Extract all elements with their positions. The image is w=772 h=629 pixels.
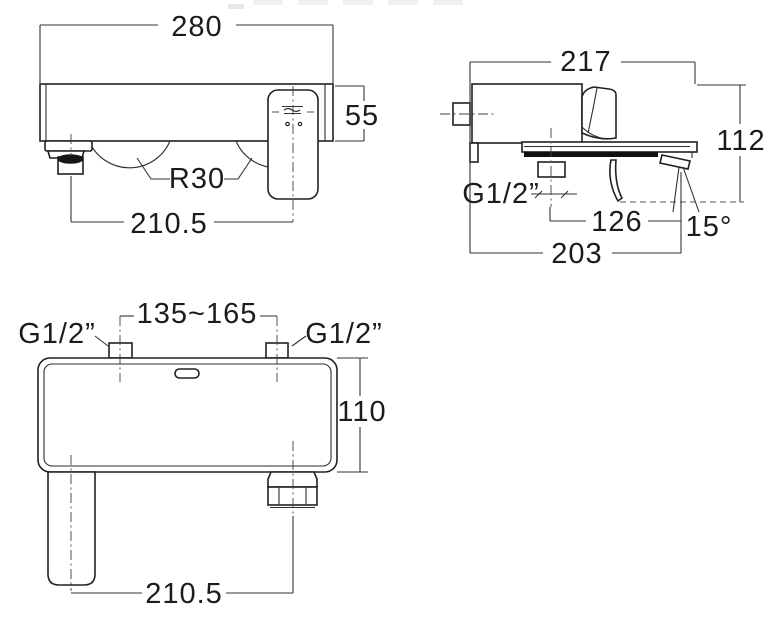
dim-inlet-spacing: 135~165 <box>120 298 277 330</box>
dim-front-height-label: 55 <box>345 100 379 132</box>
dim-front-width: 280 <box>39 11 334 83</box>
side-thread-label: G1/2” <box>462 178 540 210</box>
handle-dot-right <box>297 121 303 127</box>
dim-front-height: 55 <box>335 85 379 142</box>
dim-side-height-label: 112 <box>716 125 765 157</box>
handle-dot-left <box>285 121 290 127</box>
cropped-text-artifacts <box>228 0 463 9</box>
dim-front-spacing-label: 210.5 <box>130 208 208 240</box>
dim-top-spacing-label: 210.5 <box>145 578 223 610</box>
dim-side-total: 203 <box>470 238 681 270</box>
top-thread-left-label: G1/2” <box>18 318 96 350</box>
dim-body-depth: 110 <box>337 357 386 473</box>
dim-side-total-label: 203 <box>551 238 602 270</box>
radius-callout: R30 <box>136 157 253 195</box>
top-view: 135~165 G1/2” G1/2” 110 <box>18 298 386 610</box>
top-thread-right-label: G1/2” <box>305 318 383 350</box>
dim-spout-reach: 126 <box>549 172 682 253</box>
side-thread-fitting <box>537 161 566 178</box>
dim-inlet-spacing-label: 135~165 <box>137 298 258 330</box>
dim-top-spacing: 210.5 <box>71 578 293 610</box>
dim-body-depth-label: 110 <box>337 396 386 428</box>
top-slot <box>174 368 200 379</box>
spout-tube <box>47 471 96 586</box>
side-handle <box>581 86 617 140</box>
thread-callout-left: G1/2” <box>18 318 109 350</box>
american-standard-logo <box>282 106 303 114</box>
side-body-outline <box>471 83 583 144</box>
outlet-opening <box>57 154 84 164</box>
dim-front-width-label: 280 <box>171 11 222 43</box>
inlet-nipple-left <box>108 342 133 359</box>
spout-tip <box>659 154 691 170</box>
front-view: 280 55 R30 210.5 <box>39 11 379 240</box>
shower-outlet-fitting <box>267 471 318 509</box>
diverter-lever <box>609 159 624 203</box>
side-view: G1/2” 217 112 15° <box>440 46 765 270</box>
dim-front-spacing: 210.5 <box>70 176 293 240</box>
dim-side-height: 112 <box>697 84 765 202</box>
front-outlet-fitting <box>44 140 93 175</box>
r30-arc-left <box>88 140 171 169</box>
dim-side-depth: 217 <box>469 46 696 253</box>
dim-side-depth-label: 217 <box>560 46 611 78</box>
thread-callout: G1/2” <box>462 178 577 210</box>
radius-label: R30 <box>169 163 225 195</box>
spout-angle-callout: 15° <box>620 166 744 243</box>
spout-slot <box>524 152 658 157</box>
thread-callout-right: G1/2” <box>291 318 383 350</box>
spout-angle-label: 15° <box>686 211 733 243</box>
top-body-outline <box>37 357 338 473</box>
dim-spout-reach-label: 126 <box>591 206 642 238</box>
